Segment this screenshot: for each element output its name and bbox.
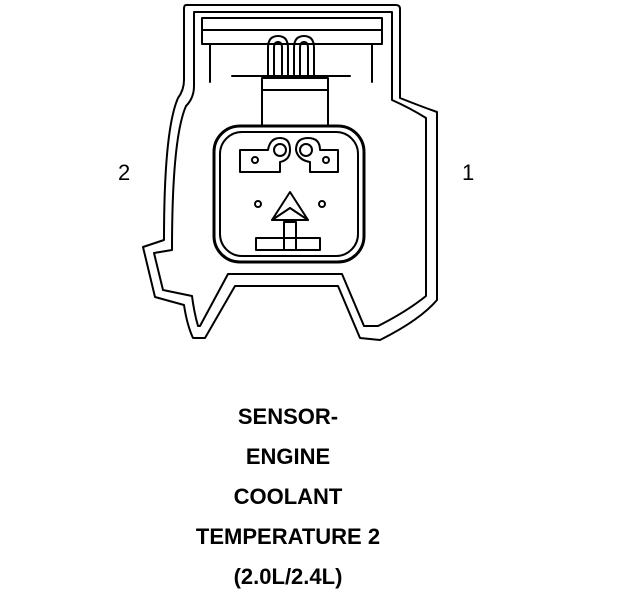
connector-housing-inner	[153, 11, 427, 327]
key-arrow-line-right	[289, 207, 309, 221]
connector-face-outer	[212, 124, 366, 264]
key-stem	[283, 221, 297, 251]
terminal-1-cavity	[295, 137, 339, 173]
latch-tab-left-inner	[273, 41, 283, 79]
terminal-1-dot	[322, 156, 330, 164]
diagram-caption: SENSOR- ENGINE COOLANT TEMPERATURE 2 (2.…	[0, 400, 576, 600]
key-slot	[255, 237, 321, 251]
hole-left	[254, 200, 262, 208]
key-arrow	[271, 191, 309, 221]
latch-tab-right-inner	[299, 41, 309, 79]
caption-line-3: COOLANT	[233, 484, 343, 509]
terminal-1-pin	[299, 143, 313, 157]
latch-tab-left	[267, 35, 289, 79]
lock-block	[261, 77, 329, 127]
pin-1-label: 1	[462, 160, 475, 185]
caption-line-2: ENGINE	[245, 444, 331, 469]
terminal-2-cavity	[239, 137, 291, 173]
key-arrow-line-left	[271, 207, 291, 221]
connector-face-inner	[219, 131, 359, 257]
hole-right	[318, 200, 326, 208]
latch-tab-right	[293, 35, 315, 79]
caption-line-4: TEMPERATURE 2	[195, 524, 381, 549]
terminal-2-pin	[273, 143, 287, 157]
pin-2-label: 2	[118, 160, 131, 185]
terminal-2-dot	[251, 156, 259, 164]
connector-housing-outer	[142, 4, 438, 341]
caption-line-5: (2.0L/2.4L)	[233, 564, 343, 589]
caption-line-1: SENSOR-	[237, 404, 339, 429]
